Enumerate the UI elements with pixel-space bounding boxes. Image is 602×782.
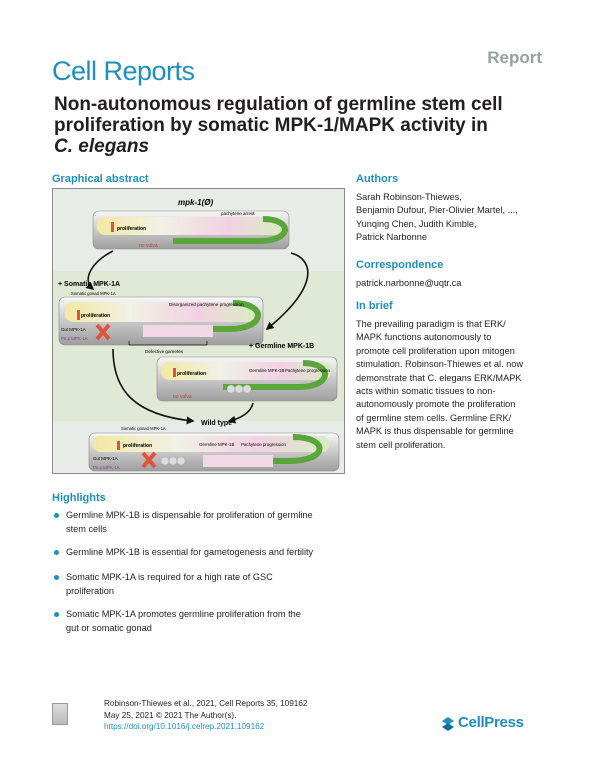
highlight-line: proliferation [66,585,115,596]
authors-list: Sarah Robinson-Thiewes, Benjamin Dufour,… [356,191,566,245]
label-somatic-gonad: Somatic gonad MPK-1A [71,291,116,296]
label-defective-gametes: Defective gametes [145,349,184,354]
highlight-line: Somatic MPK-1A promotes germline prolife… [66,609,301,619]
footer-citation-block: Robinson-Thiewes et al., 2021, Cell Repo… [104,698,307,733]
graphical-abstract-figure: mpk-1(Ø) pachytene arrest proliferation … [52,188,345,474]
footer-citation: Robinson-Thiewes et al., 2021, Cell Repo… [104,699,308,708]
in-brief-heading: In brief [356,300,393,312]
label-mpk-null: mpk-1(Ø) [178,198,213,207]
correspondence-email[interactable]: patrick.narbonne@uqtr.ca [356,278,462,288]
label-proliferation-1: proliferation [117,226,146,232]
label-proliferation-3: proliferation [177,371,206,377]
in-brief-line: acts within somatic tissues to non- [356,386,496,397]
title-line-1: Non-autonomous regulation of germline st… [54,94,503,115]
authors-line: Patrick Narbonne [356,232,427,243]
highlight-item: Germline MPK-1B is essential for gametog… [52,546,352,560]
in-brief-line: promote cell proliferation upon mitogen [356,345,515,356]
worm-somatic [58,296,264,346]
highlight-item: Germline MPK-1B is dispensable for proli… [52,509,352,536]
authors-line: Yunqing Chen, Judith Kimble, [356,218,477,229]
authors-heading: Authors [356,173,399,185]
in-brief-text: The prevailing paradigm is that ERK/ MAP… [356,318,576,452]
highlight-line: stem cells [66,523,107,534]
label-no-vulva-1: no vulva [139,243,158,249]
in-brief-line: demonstrate that C. elegans ERK/MAPK [356,372,522,383]
highlight-line: gut or somatic gonad [66,622,152,633]
in-brief-line: MAPK is thus dispensable for germline [356,426,514,437]
label-proliferation-4: proliferation [123,443,152,449]
graphical-abstract-heading: Graphical abstract [52,173,149,185]
in-brief-line: stimulation. Robinson-Thiewes et al. now [356,359,523,370]
in-brief-line: The prevailing paradigm is that ERK/ [356,319,506,329]
in-brief-line: autonomously promote the proliferation [356,399,516,410]
bullet-icon [54,612,59,617]
article-title: Non-autonomous regulation of germline st… [54,94,554,157]
label-pachytene-prog-2: Pachytene progression [241,442,286,447]
label-pnp-2: Pn.p MPK-1A [93,465,120,470]
title-line-3: C. elegans [54,136,150,157]
footer-date: May 25, 2021 © 2021 The Author(s). [104,710,237,720]
bullet-icon [54,575,59,580]
highlight-line: Germline MPK-1B is essential for gametog… [66,547,314,557]
highlight-item: Somatic MPK-1A is required for a high ra… [52,571,352,598]
authors-line: Benjamin Dufour, Pier-Olivier Martel, ..… [356,205,518,216]
label-wild-type: Wild type [201,420,232,427]
journal-name: Cell Reports [52,56,195,86]
label-disorganized: Disorganized pachytene progression [169,302,244,307]
label-proliferation-2: proliferation [81,313,110,319]
label-no-vulva-2: no vulva [173,394,192,400]
highlights-list: Germline MPK-1B is dispensable for proli… [52,509,352,659]
title-line-2: proliferation by somatic MPK-1/MAPK acti… [54,115,488,136]
correspondence-heading: Correspondence [356,259,444,271]
article-thumbnail-icon [52,703,68,725]
authors-line: Sarah Robinson-Thiewes, [356,192,462,202]
highlight-line: Somatic MPK-1A is required for a high ra… [66,572,273,582]
worm-mpk-null [92,210,290,250]
label-pachytene-arrest: pachytene arrest [221,211,255,216]
label-somatic-mpk: + Somatic MPK-1A [58,281,120,288]
in-brief-line: MAPK functions autonomously to [356,332,492,343]
label-somatic-gonad-2: Somatic gonad MPK-1A [121,426,166,431]
cellpress-logo-icon [442,717,454,731]
label-pachytene-prog-1: Pachytene progression [285,368,330,373]
label-germline-mpk: + Germline MPK-1B [249,343,314,350]
in-brief-line: stem cell proliferation. [356,439,446,450]
label-gut-2: Gut MPK-1A [93,456,118,461]
highlight-line: Germline MPK-1B is dispensable for proli… [66,510,313,520]
graphical-abstract-svg: mpk-1(Ø) pachytene arrest proliferation … [53,198,344,472]
worm-wild-type [88,432,340,472]
footer-doi-link[interactable]: https://doi.org/10.1016/j.celrep.2021.10… [104,722,265,732]
label-germline-mpk-1b-2: Germline MPK-1B [199,442,234,447]
worm-germline [156,356,338,402]
highlights-heading: Highlights [52,492,106,504]
bullet-icon [54,513,59,518]
label-gut-1: Gut MPK-1A [61,327,86,332]
bullet-icon [54,550,59,555]
highlight-item: Somatic MPK-1A promotes germline prolife… [52,608,352,635]
label-pnp-1: Pn.p MPK-1A [61,336,88,341]
publisher-name: CellPress [458,714,524,731]
label-germline-mpk-1b-1: Germline MPK-1B [249,368,284,373]
article-type: Report [487,48,542,67]
in-brief-line: of germline stem cells. Germline ERK/ [356,412,512,423]
